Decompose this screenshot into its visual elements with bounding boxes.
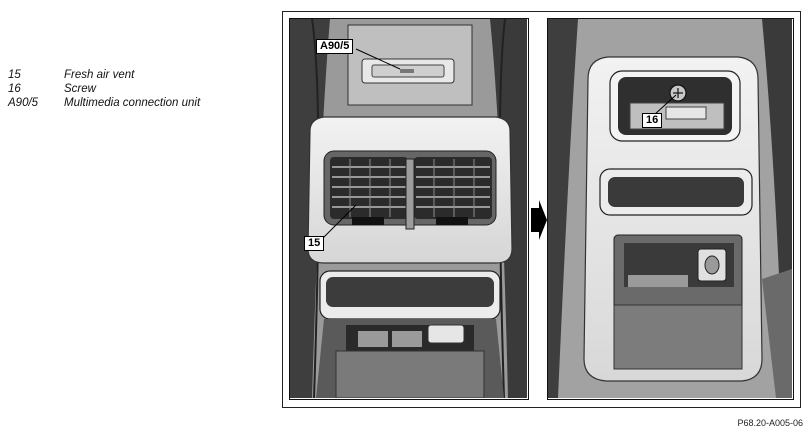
legend-row-a905: A90/5 Multimedia connection unit xyxy=(8,96,200,110)
figure-code: P68.20-A005-06 xyxy=(737,418,803,428)
callout-15: 15 xyxy=(304,236,325,251)
legend-label: Multimedia connection unit xyxy=(64,97,201,109)
figure-frame: A90/5 15 xyxy=(282,11,801,408)
vent-louvers xyxy=(332,166,490,208)
left-illustration-panel: A90/5 15 xyxy=(289,18,529,400)
legend-label: Screw xyxy=(64,83,96,95)
console-open-illustration xyxy=(548,19,792,398)
callout-16: 16 xyxy=(642,113,663,128)
legend-code: 15 xyxy=(8,69,21,81)
legend-code: A90/5 xyxy=(8,97,39,109)
console-vent-illustration xyxy=(290,19,527,398)
legend-code: 16 xyxy=(8,83,21,95)
arrow-right-icon xyxy=(531,200,547,240)
right-illustration-panel: 16 xyxy=(547,18,794,400)
callout-a905: A90/5 xyxy=(316,39,354,54)
legend-label: Fresh air vent xyxy=(64,69,135,81)
legend-row-16: 16 Screw xyxy=(8,82,200,96)
legend-row-15: 15 Fresh air vent xyxy=(8,68,200,82)
legend: 15 Fresh air vent 16 Screw A90/5 Multime… xyxy=(8,68,200,110)
